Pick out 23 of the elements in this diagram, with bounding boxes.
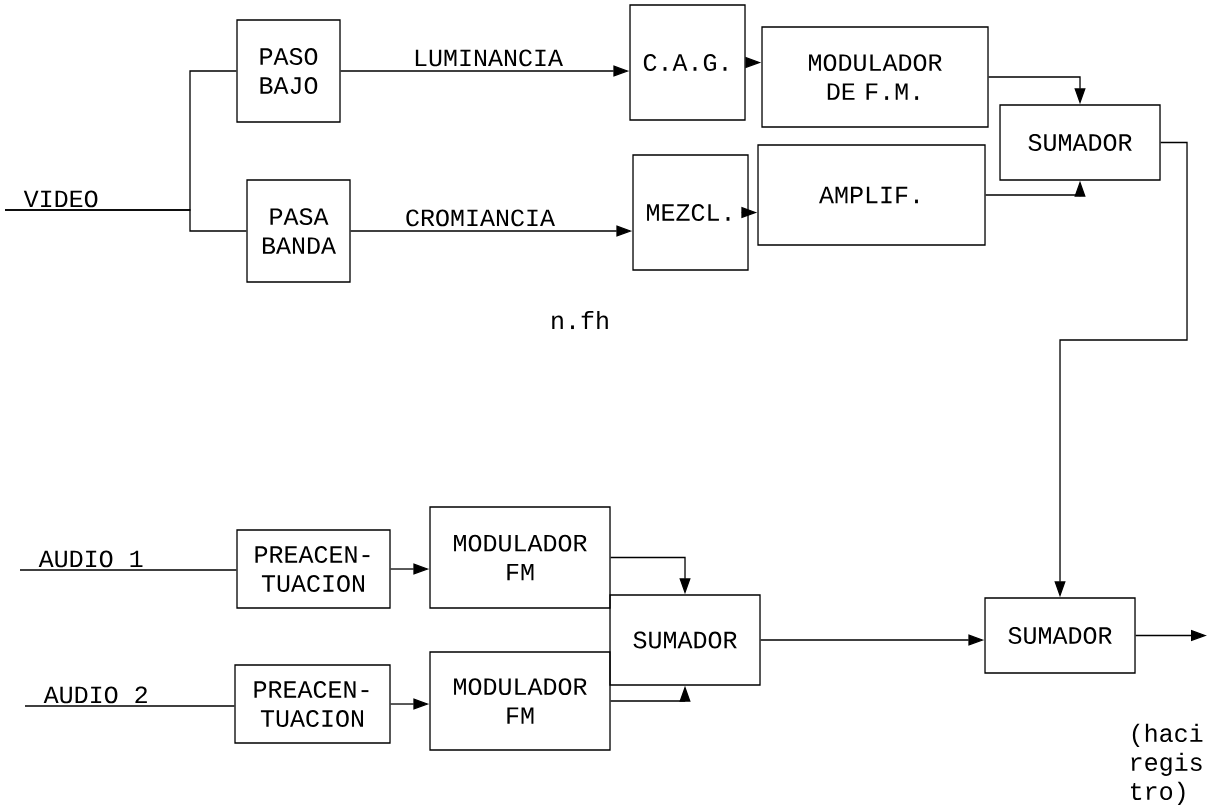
block-box: PASA BANDA [246, 179, 351, 283]
signal-line [24, 705, 235, 707]
signal-label: (haci regis tro) [1131, 723, 1203, 805]
signal-label: n.fh [552, 310, 608, 330]
signal-line [19, 569, 237, 571]
block-box: MEZCL. [632, 154, 749, 271]
edge-label: CROMIANCIA [404, 208, 556, 228]
signal-line [4, 209, 247, 232]
block-box: PREACEN- TUACION [234, 664, 391, 744]
block-box: PREACEN- TUACION [236, 529, 391, 609]
block-box: PASO BAJO [236, 19, 341, 123]
block-box: AMPLIF. [757, 144, 986, 246]
block-box: MODULADOR DE F.M. [761, 26, 989, 128]
edge-label: LUMINANCIA [412, 48, 564, 68]
block-box: MODULADOR FM [429, 506, 611, 609]
block-box: MODULADOR FM [429, 651, 611, 751]
block-box: SUMADOR [609, 594, 761, 686]
block-box: SUMADOR [984, 597, 1136, 674]
input-label: AUDIO 2 [43, 686, 147, 704]
input-label: AUDIO 1 [38, 550, 143, 568]
block-box: SUMADOR [999, 104, 1161, 181]
input-label: VIDEO [23, 190, 98, 208]
block-box: C.A.G. [629, 4, 746, 121]
